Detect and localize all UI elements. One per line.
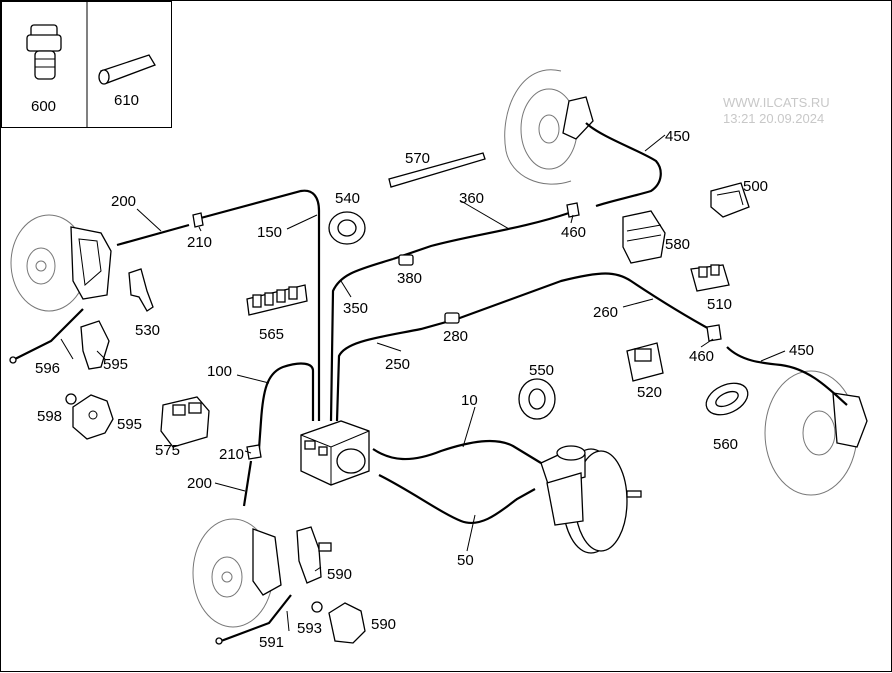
- brake-booster[interactable]: [540, 445, 642, 554]
- part-540-grommet[interactable]: [328, 211, 366, 245]
- label-200-upper: 200: [111, 193, 136, 210]
- leader-lines: [60, 134, 786, 632]
- disc-front-right-bottom: [192, 518, 282, 628]
- brake-pipes: [116, 122, 848, 524]
- cable-591[interactable]: [220, 594, 292, 643]
- label-510: 510: [707, 296, 732, 313]
- part-380-sleeve[interactable]: [398, 254, 414, 266]
- watermark-site: WWW.ILCATS.RU: [723, 95, 830, 110]
- part-550-grommet[interactable]: [518, 378, 556, 420]
- label-500: 500: [743, 178, 768, 195]
- label-360: 360: [459, 190, 484, 207]
- label-460-lower: 460: [689, 348, 714, 365]
- pipe-360[interactable]: [392, 211, 570, 261]
- part-280-sleeve[interactable]: [444, 312, 460, 324]
- inset-label-600: 600: [31, 98, 56, 115]
- disc-front-left: [10, 214, 112, 312]
- inset-label-610: 610: [114, 92, 139, 109]
- clip-460-upper[interactable]: [566, 202, 580, 218]
- label-596: 596: [35, 360, 60, 377]
- pipe-450-lower[interactable]: [726, 346, 848, 406]
- label-565: 565: [259, 326, 284, 343]
- part-590-sensor[interactable]: [296, 526, 332, 584]
- label-200-lower: 200: [187, 475, 212, 492]
- part-500-holder[interactable]: [710, 182, 750, 218]
- disc-rear-right-bottom: [764, 370, 868, 496]
- clip-460-lower[interactable]: [706, 324, 722, 342]
- label-280: 280: [443, 328, 468, 345]
- disc-rear-right-top: [504, 69, 594, 185]
- label-380: 380: [397, 270, 422, 287]
- label-50: 50: [457, 552, 474, 569]
- part-520-holder[interactable]: [626, 342, 664, 382]
- part-610-cap[interactable]: [98, 54, 156, 85]
- label-460-upper: 460: [561, 224, 586, 241]
- label-450-lower: 450: [789, 342, 814, 359]
- label-10: 10: [461, 392, 478, 409]
- part-565-clip[interactable]: [246, 284, 308, 316]
- label-350: 350: [343, 300, 368, 317]
- label-100: 100: [207, 363, 232, 380]
- label-560: 560: [713, 436, 738, 453]
- label-450-upper: 450: [665, 128, 690, 145]
- pipe-250[interactable]: [335, 317, 458, 422]
- label-530: 530: [135, 322, 160, 339]
- label-250: 250: [385, 356, 410, 373]
- watermark-timestamp: 13:21 20.09.2024: [723, 111, 824, 126]
- label-595-upper: 595: [103, 356, 128, 373]
- label-590-upper: 590: [327, 566, 352, 583]
- part-595-bracket-lower[interactable]: [72, 394, 114, 440]
- part-593-bolt[interactable]: [311, 601, 323, 613]
- pipe-200-lower[interactable]: [242, 460, 253, 507]
- label-595-lower: 595: [117, 416, 142, 433]
- part-570-strip[interactable]: [388, 152, 486, 188]
- clip-210-lower[interactable]: [246, 444, 262, 460]
- part-598-bolt[interactable]: [65, 393, 77, 405]
- label-593: 593: [297, 620, 322, 637]
- pipe-200-upper[interactable]: [116, 223, 190, 247]
- part-575-bracket[interactable]: [160, 396, 210, 448]
- pipe-450-upper[interactable]: [585, 122, 662, 208]
- label-210-lower: 210: [219, 446, 244, 463]
- part-530-sensor[interactable]: [128, 268, 154, 312]
- pipe-150[interactable]: [196, 189, 321, 421]
- clip-210-upper[interactable]: [192, 212, 204, 228]
- label-260: 260: [593, 304, 618, 321]
- label-590-lower: 590: [371, 616, 396, 633]
- part-510-holder[interactable]: [690, 264, 730, 292]
- pipe-50[interactable]: [378, 474, 536, 524]
- label-520: 520: [637, 384, 662, 401]
- pipe-350[interactable]: [329, 257, 394, 422]
- part-580-block[interactable]: [622, 210, 666, 264]
- part-590-bracket-lower[interactable]: [328, 602, 366, 644]
- label-598: 598: [37, 408, 62, 425]
- abs-hydraulic-unit[interactable]: [300, 420, 370, 486]
- inset-panel: 600 610: [1, 1, 172, 128]
- label-575: 575: [155, 442, 180, 459]
- label-580: 580: [665, 236, 690, 253]
- pipe-100[interactable]: [257, 362, 315, 450]
- label-150: 150: [257, 224, 282, 241]
- part-595-sensor-upper[interactable]: [80, 320, 110, 370]
- callout-labels: 10 50 100 150 200 200 210 210 250 260 28…: [35, 128, 814, 651]
- part-600-plug[interactable]: [26, 24, 62, 80]
- part-560-ring[interactable]: [701, 377, 753, 421]
- label-210-upper: 210: [187, 234, 212, 251]
- label-550: 550: [529, 362, 554, 379]
- pipe-260[interactable]: [456, 272, 714, 332]
- label-591: 591: [259, 634, 284, 651]
- label-540: 540: [335, 190, 360, 207]
- label-570: 570: [405, 150, 430, 167]
- pipe-10[interactable]: [372, 439, 542, 464]
- cable-596[interactable]: [14, 308, 84, 360]
